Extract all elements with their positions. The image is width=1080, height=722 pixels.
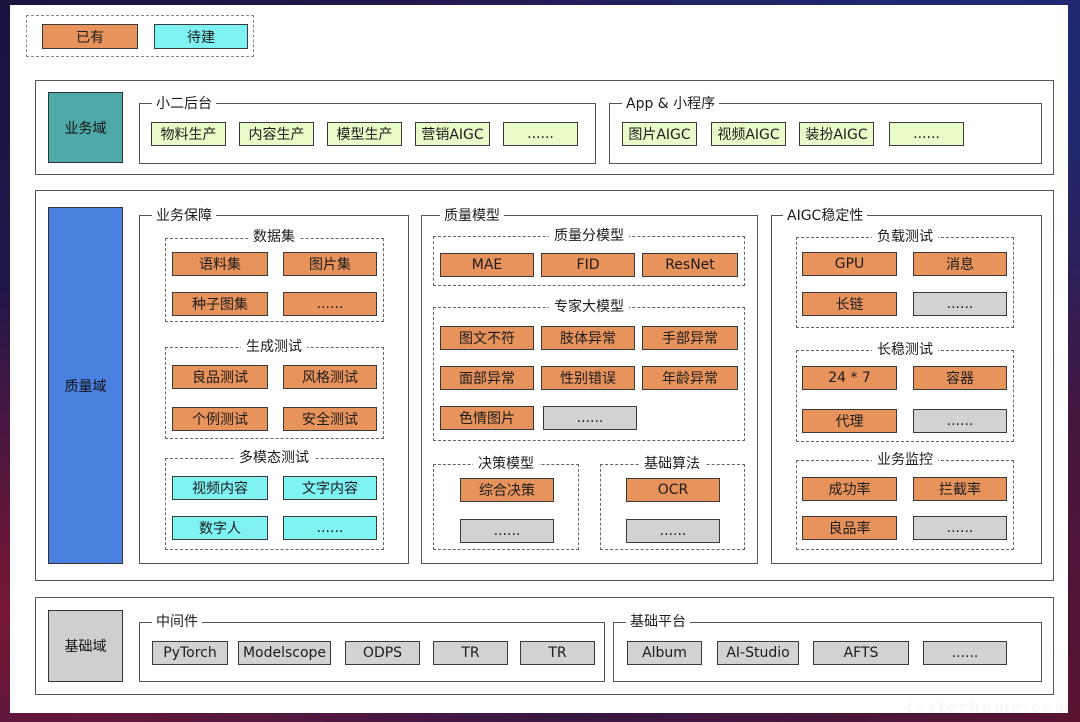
middleware-item: TR [520,641,595,665]
load-test-item: 长链 [802,292,897,316]
backend-item: 内容生产 [239,122,314,146]
app-item: 装扮AIGC [799,122,874,146]
backend-title: 小二后台 [152,96,216,112]
app-item: 视频AIGC [711,122,786,146]
monitor-item: 拦截率 [913,477,1007,501]
expert-item: 面部异常 [440,366,534,390]
backend-item: 物料生产 [151,122,226,146]
assurance-title: 业务保障 [152,208,216,224]
middleware-title: 中间件 [152,614,202,630]
legend [26,15,254,57]
expert-title: 专家大模型 [549,299,629,315]
long-run-title: 长稳测试 [872,342,938,358]
expert-item: 年龄异常 [642,366,738,390]
stability-title: AIGC稳定性 [783,208,868,224]
platform-item: AI-Studio [717,641,799,665]
quality-domain-label: 质量域 [48,207,123,564]
backend-item: ...... [503,122,578,146]
monitor-title: 业务监控 [872,452,938,468]
multimodal-item: 数字人 [172,516,268,540]
gen-test-item: 安全测试 [283,407,377,431]
load-test-item: GPU [802,252,897,276]
algo-title: 基础算法 [639,456,705,472]
sub-model-title: 质量分模型 [549,228,629,244]
gen-test-item: 良品测试 [172,365,268,389]
expert-item: 性别错误 [541,366,635,390]
expert-item: 手部异常 [642,326,738,350]
backend-item: 营销AIGC [415,122,490,146]
algo-item: ...... [626,519,720,543]
app-item: ...... [889,122,964,146]
middleware-item: Modelscope [238,641,331,665]
platform-item: AFTS [813,641,909,665]
multimodal-title: 多模态测试 [234,450,314,466]
watermark: testerhome.com [907,698,1072,716]
decision-title: 决策模型 [473,456,539,472]
platform-item: ...... [923,641,1007,665]
long-run-item: ...... [913,409,1007,433]
sub-model-item: MAE [440,253,534,277]
backend-item: 模型生产 [327,122,402,146]
dataset-item: ...... [283,292,377,316]
middleware-item: PyTorch [152,641,228,665]
load-test-item: 消息 [913,252,1007,276]
dataset-item: 图片集 [283,252,377,276]
gen-test-item: 个例测试 [172,407,268,431]
platform-title: 基础平台 [626,614,690,630]
long-run-item: 代理 [802,409,897,433]
middleware-item: ODPS [345,641,420,665]
decision-item: ...... [460,519,554,543]
sub-model-item: FID [541,253,635,277]
monitor-item: 良品率 [802,516,897,540]
expert-item: ...... [543,406,637,430]
monitor-item: ...... [913,516,1007,540]
gen-test-title: 生成测试 [241,339,307,355]
decision-item: 综合决策 [460,478,554,502]
multimodal-item: 文字内容 [283,476,377,500]
long-run-item: 容器 [913,366,1007,390]
models-title: 质量模型 [440,208,504,224]
legend-planned: 待建 [154,24,248,49]
expert-item: 肢体异常 [541,326,635,350]
sub-model-item: ResNet [642,253,738,277]
app-title: App & 小程序 [622,96,720,112]
middleware-item: TR [433,641,508,665]
algo-item: OCR [626,478,720,502]
multimodal-item: ...... [283,516,377,540]
gen-test-item: 风格测试 [283,365,377,389]
legend-existing: 已有 [42,24,138,49]
multimodal-item: 视频内容 [172,476,268,500]
long-run-item: 24 * 7 [802,366,897,390]
foundation-domain-label: 基础域 [48,610,123,682]
expert-item: 色情图片 [440,406,534,430]
load-test-title: 负载测试 [872,229,938,245]
platform-item: Album [627,641,702,665]
app-item: 图片AIGC [622,122,697,146]
expert-item: 图文不符 [440,326,534,350]
dataset-title: 数据集 [248,229,300,245]
dataset-item: 语料集 [172,252,268,276]
load-test-item: ...... [913,292,1007,316]
dataset-item: 种子图集 [172,292,268,316]
business-domain-label: 业务域 [48,92,123,163]
monitor-item: 成功率 [802,477,897,501]
